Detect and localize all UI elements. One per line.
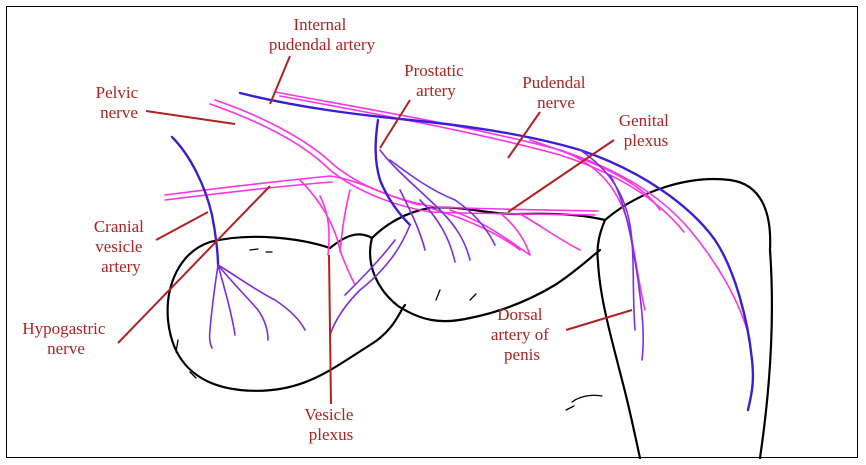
urethra-outline (370, 238, 600, 321)
hypogastric-nerve-line (165, 176, 420, 205)
label-genital-plexus: Genital plexus (619, 111, 673, 150)
prostatic-artery-line (376, 120, 410, 225)
labels: Internal pudendal artery Prostatic arter… (22, 15, 673, 444)
pelvic-nerve-line (210, 104, 595, 215)
prostatic-artery-branch (330, 150, 495, 335)
surface-mark (436, 290, 476, 300)
label-hypogastric-nerve: Hypogastric nerve (22, 319, 109, 358)
leader-dorsal-artery (566, 310, 632, 330)
vesicle-plexus-line (300, 180, 355, 285)
internal-pudendal-artery-branch (580, 150, 635, 330)
pudendal-nerve-line (275, 92, 750, 340)
surface-mark (572, 395, 602, 402)
leader-prostatic-artery (380, 100, 410, 148)
label-prostatic-artery: Prostatic artery (404, 61, 468, 100)
label-pudendal-nerve: Pudendal nerve (522, 73, 590, 112)
label-dorsal-artery-of-penis: Dorsal artery of penis (491, 305, 553, 364)
vesicle-artery-branch (210, 265, 305, 348)
leader-pelvic-nerve (146, 111, 235, 124)
label-cranial-vesicle-artery: Cranial vesicle artery (94, 217, 148, 276)
leader-vesicle-plexus (329, 255, 331, 404)
genital-plexus-line (530, 140, 660, 210)
label-pelvic-nerve: Pelvic nerve (96, 83, 143, 122)
internal-pudendal-artery-line (240, 93, 753, 410)
label-vesicle-plexus: Vesicle plexus (304, 405, 357, 444)
leader-cranial-vesicle-artery (156, 212, 208, 240)
dorsal-artery-line (610, 175, 643, 360)
surface-mark (566, 406, 574, 410)
label-internal-pudendal-artery: Internal pudendal artery (269, 15, 376, 54)
penis-outline-right (760, 250, 772, 458)
